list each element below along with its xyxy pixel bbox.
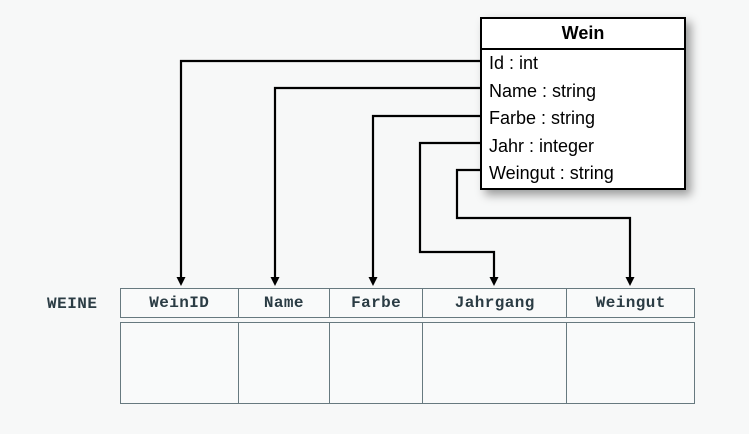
uml-attribute-id: Id : int — [489, 53, 539, 73]
table-cell-farbe[interactable] — [330, 323, 423, 403]
relation-name-label: WEINE — [47, 295, 98, 313]
column-header-name[interactable]: Name — [239, 289, 331, 317]
column-header-farbe[interactable]: Farbe — [330, 289, 423, 317]
connector-farbe-to-farbe — [368, 114, 480, 286]
table-cell-weingut[interactable] — [567, 323, 694, 403]
table-header-row: WeinID Name Farbe Jahrgang Weingut — [120, 288, 695, 318]
table-cell-weinid[interactable] — [121, 323, 239, 403]
relation-table-weine[interactable]: WeinID Name Farbe Jahrgang Weingut — [120, 288, 695, 404]
uml-attribute-weingut: Weingut : string — [489, 163, 614, 184]
column-header-weingut[interactable]: Weingut — [595, 294, 666, 312]
table-row[interactable] — [120, 322, 695, 404]
connector-id-to-weinid — [176, 59, 480, 286]
uml-attribute-name: Name : string — [489, 80, 597, 101]
connector-name-to-name — [270, 86, 480, 286]
table-cell-jahrgang[interactable] — [423, 323, 568, 403]
uml-attribute-jahr: Jahr : integer — [489, 135, 595, 156]
uml-attribute-list: Id : int Name : string Farbe : string Ja… — [482, 50, 684, 188]
table-cell-name[interactable] — [239, 323, 331, 403]
column-header-jahrgang[interactable]: Jahrgang — [423, 289, 568, 317]
uml-attribute-farbe: Farbe : string — [489, 108, 596, 129]
column-header-weinid[interactable]: WeinID — [121, 289, 239, 317]
uml-class-wein[interactable]: Wein Id : int Name : string Farbe : stri… — [480, 17, 686, 190]
uml-class-title: Wein — [482, 19, 684, 50]
